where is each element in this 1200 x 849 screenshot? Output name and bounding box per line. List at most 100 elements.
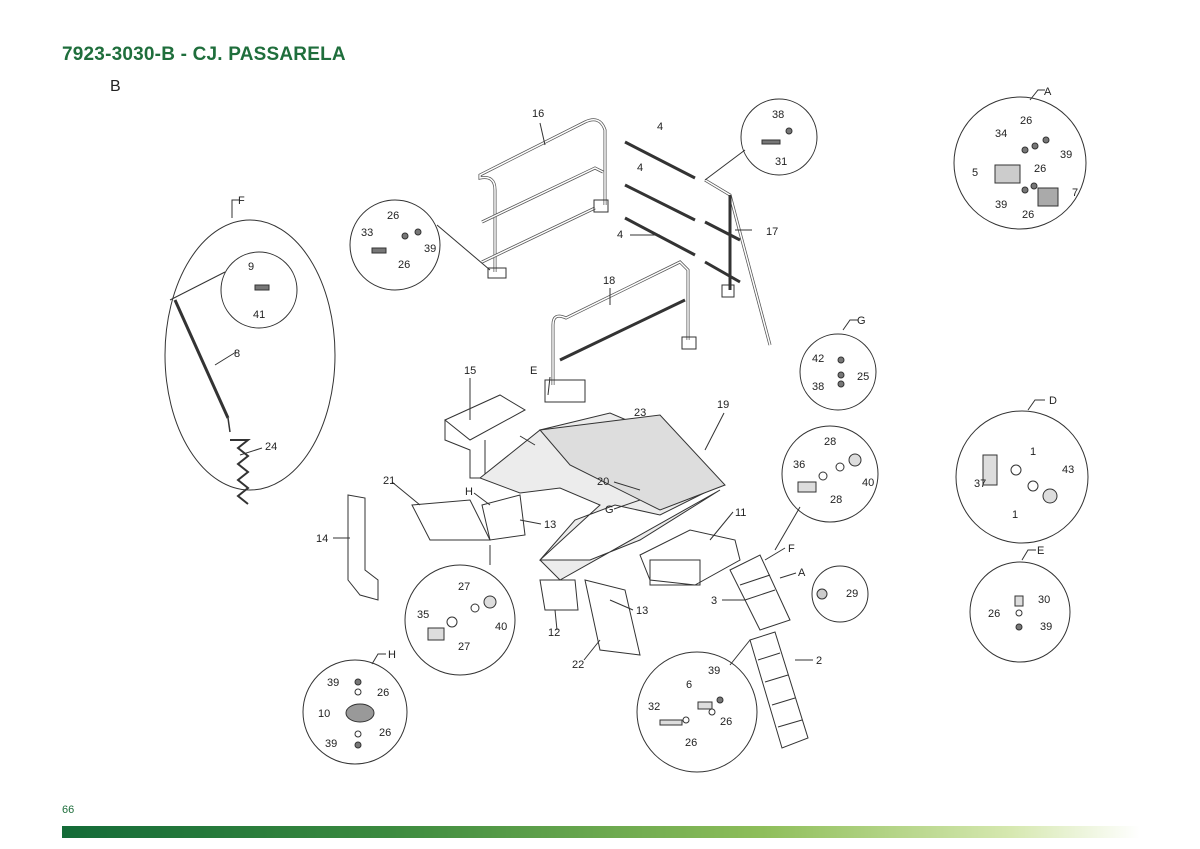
callout-f: F	[788, 543, 795, 555]
detail-tag-g: G	[857, 315, 866, 327]
detail-label: 28	[830, 494, 842, 506]
detail-label: 26	[720, 716, 732, 728]
detail-label: 25	[857, 371, 869, 383]
handrail-18	[544, 260, 697, 403]
detail-label: 27	[458, 581, 470, 593]
detail-label: 29	[846, 588, 858, 600]
post-14	[347, 494, 379, 601]
page-number: 66	[62, 804, 75, 816]
gas-spring-detail-f	[164, 219, 336, 505]
detail-label: 39	[1060, 149, 1072, 161]
ladder-2	[749, 631, 809, 749]
detail-circle-d	[955, 410, 1089, 544]
callout-16: 16	[532, 108, 544, 120]
detail-label: 26	[387, 210, 399, 222]
detail-tag-e: E	[1037, 545, 1044, 557]
detail-circle-26-33	[349, 199, 441, 291]
detail-label: 1	[1030, 446, 1036, 458]
callout-4: 4	[617, 229, 623, 241]
detail-circle-29	[811, 565, 869, 623]
detail-label: 43	[1062, 464, 1074, 476]
callout-18: 18	[603, 275, 615, 287]
view-letter: B	[110, 78, 121, 95]
detail-label: 36	[793, 459, 805, 471]
detail-label: 26	[1020, 115, 1032, 127]
detail-label: 26	[1034, 163, 1046, 175]
detail-label: 40	[495, 621, 507, 633]
detail-label: 7	[1072, 187, 1078, 199]
callout-19: 19	[717, 399, 729, 411]
detail-label: 40	[862, 477, 874, 489]
callout-g: G	[605, 504, 614, 516]
detail-tag-h: H	[388, 649, 396, 661]
detail-circle-39-6	[636, 651, 758, 773]
detail-label: 9	[248, 261, 254, 273]
detail-label: 31	[775, 156, 787, 168]
callout-22: 22	[572, 659, 584, 671]
ladder-3	[729, 554, 791, 631]
callout-h: H	[465, 486, 473, 498]
detail-circle-h	[302, 659, 408, 765]
callout-14: 14	[316, 533, 328, 545]
callout-2: 2	[816, 655, 822, 667]
page-title: 7923-3030-B - CJ. PASSARELA	[62, 44, 346, 65]
detail-circle-28-36	[781, 425, 879, 523]
callout-24: 24	[265, 441, 277, 453]
callout-e: E	[530, 365, 537, 377]
detail-label: 26	[1022, 209, 1034, 221]
callout-3: 3	[711, 595, 717, 607]
detail-label: 37	[974, 478, 986, 490]
detail-label: 39	[325, 738, 337, 750]
detail-circle-38-31	[740, 98, 818, 176]
detail-label: 10	[318, 708, 330, 720]
detail-circle-9-41	[220, 251, 298, 329]
detail-label: 38	[772, 109, 784, 121]
support-11	[639, 529, 741, 586]
detail-label: 30	[1038, 594, 1050, 606]
detail-tag-d: D	[1049, 395, 1057, 407]
detail-circle-e	[969, 561, 1071, 663]
detail-label: 26	[988, 608, 1000, 620]
detail-label: 39	[995, 199, 1007, 211]
bracket-21-13	[411, 494, 526, 541]
detail-label: 38	[812, 381, 824, 393]
detail-label: 26	[379, 727, 391, 739]
detail-label: 27	[458, 641, 470, 653]
callout-11: 11	[735, 507, 746, 519]
callout-21: 21	[383, 475, 395, 487]
handrail-17	[704, 178, 772, 346]
detail-tag-f: F	[238, 195, 245, 207]
platform-grating-23	[479, 412, 726, 581]
detail-label: 26	[377, 687, 389, 699]
detail-label: 42	[812, 353, 824, 365]
detail-label: 39	[708, 665, 720, 677]
footer-gradient-bar	[62, 826, 1140, 838]
detail-label: 26	[398, 259, 410, 271]
detail-circle-27-35	[404, 564, 516, 676]
callout-a: A	[798, 567, 806, 579]
callout-15: 15	[464, 365, 476, 377]
callout-23: 23	[634, 407, 646, 419]
callout-13: 13	[544, 519, 556, 531]
detail-label: 39	[1040, 621, 1052, 633]
detail-label: 39	[424, 243, 436, 255]
detail-label: 35	[417, 609, 429, 621]
callout-4: 4	[637, 162, 643, 174]
detail-circle-g	[799, 333, 877, 411]
detail-label: 28	[824, 436, 836, 448]
detail-circle-a	[953, 96, 1087, 230]
callout-17: 17	[766, 226, 778, 238]
detail-label: 1	[1012, 509, 1018, 521]
detail-label: 26	[685, 737, 697, 749]
detail-label: 32	[648, 701, 660, 713]
detail-label: 34	[995, 128, 1007, 140]
rails-4	[624, 140, 696, 257]
callout-13: 13	[636, 605, 648, 617]
handrail-16	[478, 118, 609, 279]
detail-label: 33	[361, 227, 373, 239]
detail-label: 39	[327, 677, 339, 689]
bracket-12-22	[539, 579, 641, 656]
detail-label: 5	[972, 167, 978, 179]
callout-8: 8	[234, 348, 240, 360]
